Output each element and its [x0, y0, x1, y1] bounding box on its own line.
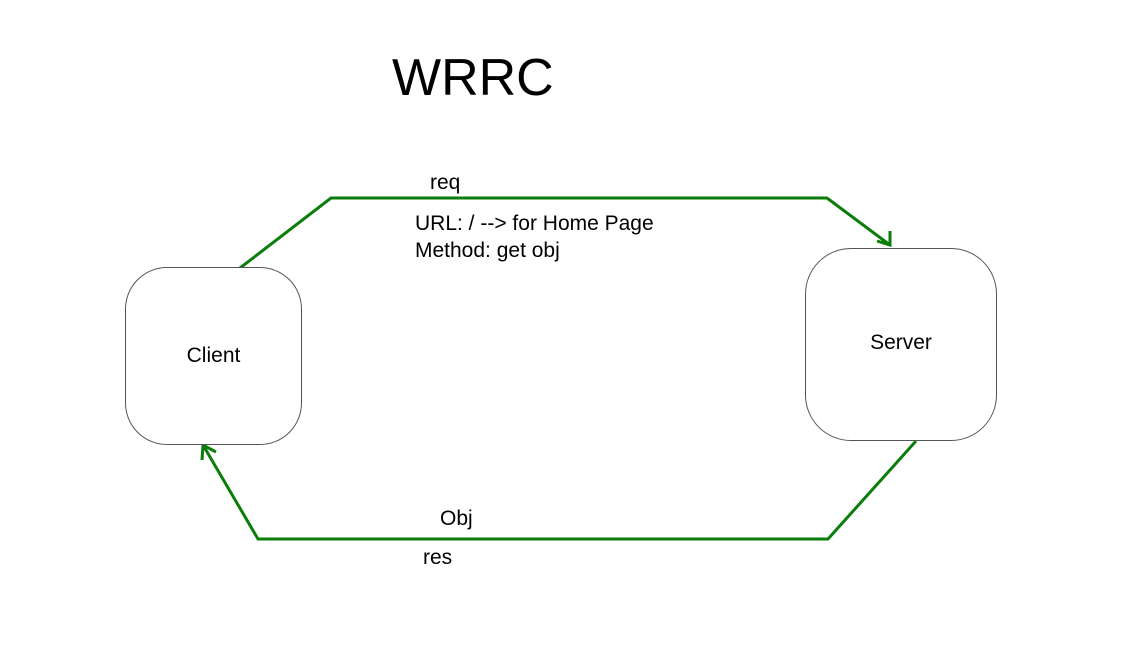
- response-arrow-line: [201, 439, 918, 541]
- request-arrow-head: [876, 231, 892, 248]
- response-payload-label: Obj: [440, 507, 473, 530]
- request-arrow-line: [239, 196, 891, 270]
- client-node-label: Client: [186, 344, 241, 367]
- server-node-label: Server: [870, 330, 932, 354]
- response-arrow-head: [200, 442, 217, 461]
- server-node: Server: [805, 248, 997, 441]
- client-node: Client: [125, 267, 302, 445]
- request-label: req: [430, 171, 461, 194]
- request-method-text: Method: get obj: [415, 239, 560, 262]
- response-label: res: [423, 546, 453, 569]
- request-arrow: [239, 196, 892, 270]
- request-url-text: URL: / --> for Home Page: [415, 212, 654, 235]
- diagram-title: WRRC: [392, 49, 554, 107]
- response-arrow: [200, 439, 918, 541]
